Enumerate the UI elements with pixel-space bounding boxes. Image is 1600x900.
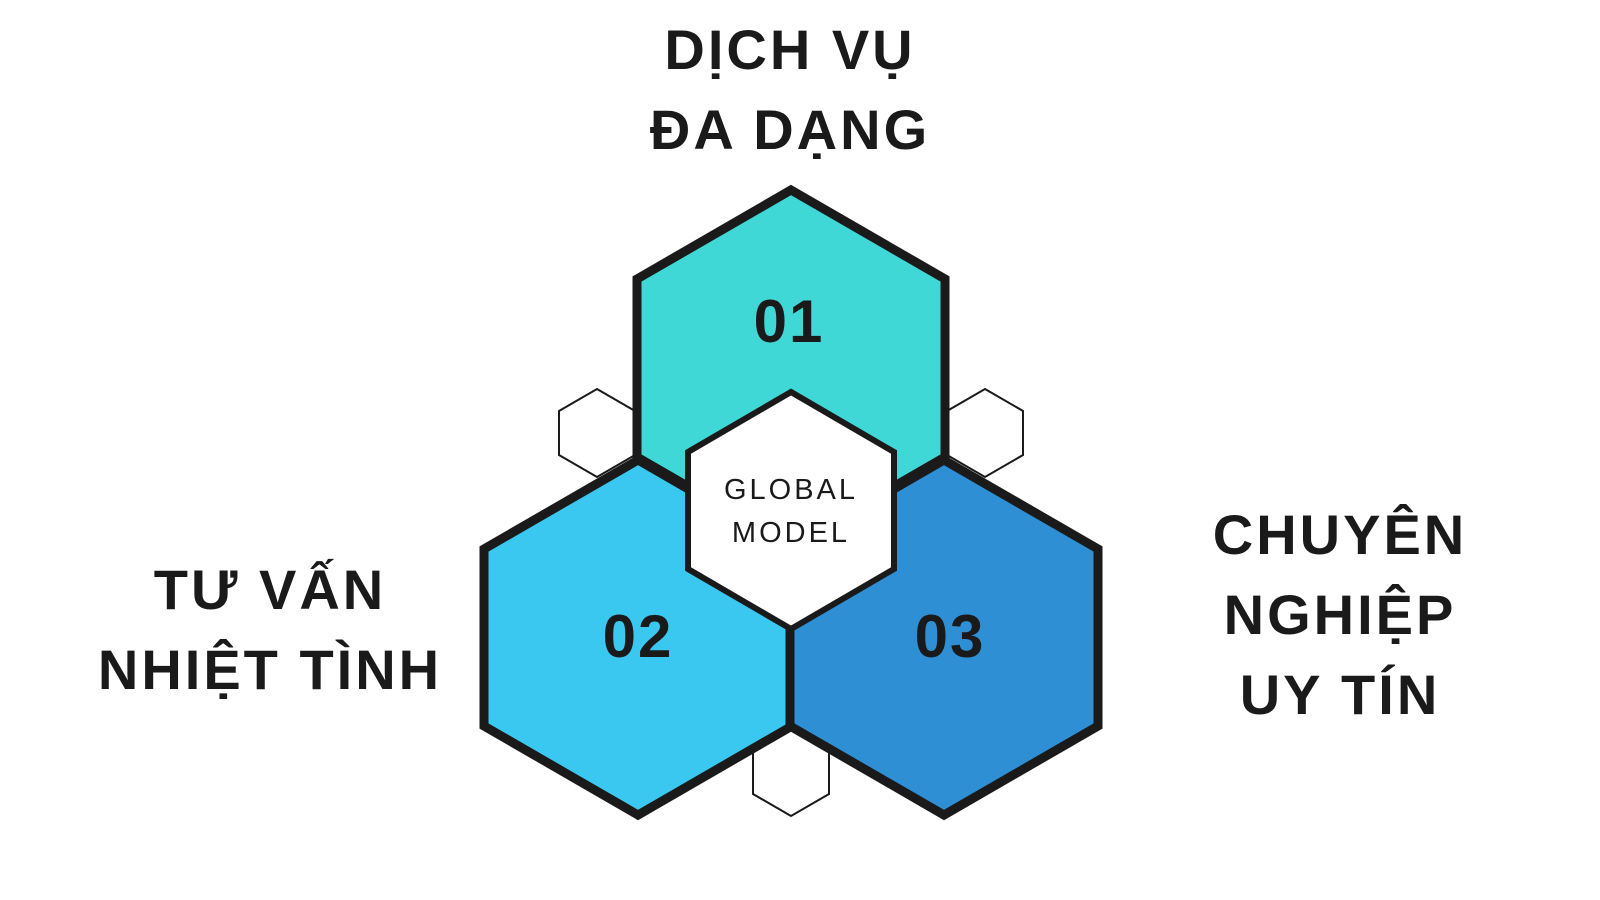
heading-consulting: TƯ VẤN NHIỆT TÌNH: [20, 550, 520, 710]
heading-top-line-1: DỊCH VỤ: [664, 18, 916, 81]
heading-right-line-2: NGHIỆP: [1223, 583, 1457, 646]
heading-right-line-3: UY TÍN: [1239, 663, 1441, 726]
heading-left-line-2: NHIỆT TÌNH: [97, 638, 443, 701]
heading-left-line-1: TƯ VẤN: [153, 558, 387, 621]
hexagon-01-label: 01: [754, 288, 825, 355]
heading-right-line-1: CHUYÊN: [1212, 503, 1468, 566]
heading-professional: CHUYÊN NGHIỆP UY TÍN: [1120, 495, 1560, 735]
center-label-line-1: GLOBAL: [724, 474, 858, 506]
hexagon-02-label: 02: [603, 603, 674, 670]
center-label-line-2: MODEL: [732, 517, 850, 549]
heading-diagnose-services: DỊCH VỤ ĐA DẠNG: [560, 10, 1020, 170]
heading-top-line-2: ĐA DẠNG: [649, 98, 931, 161]
hexagon-03-label: 03: [915, 603, 986, 670]
hexagon-center: [685, 388, 897, 633]
